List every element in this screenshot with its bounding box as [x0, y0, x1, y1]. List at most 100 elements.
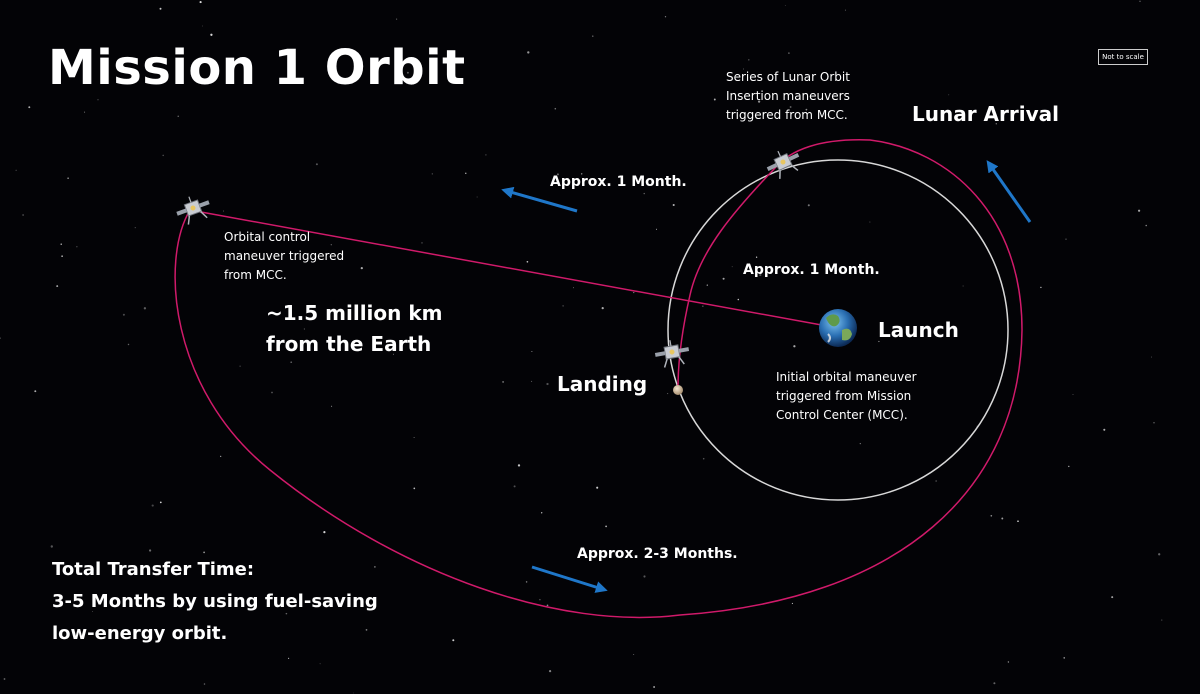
star — [148, 549, 152, 552]
initial-maneuver-note: Initial orbital maneuver triggered from … — [776, 370, 917, 422]
star-field — [0, 0, 1163, 694]
star — [869, 221, 871, 223]
page-title: Mission 1 Orbit — [48, 40, 466, 96]
star — [303, 328, 305, 330]
star — [1158, 553, 1161, 556]
star — [784, 4, 786, 6]
star — [667, 393, 669, 395]
star — [199, 1, 202, 4]
star — [1153, 422, 1155, 424]
star — [743, 68, 744, 70]
direction-arrow-lunar-arrival — [986, 160, 1032, 223]
star — [653, 686, 656, 688]
star — [791, 602, 793, 605]
star — [143, 307, 147, 310]
earth-icon — [819, 309, 857, 347]
approx-one-month-inner-label: Approx. 1 Month. — [743, 262, 880, 278]
star — [1065, 238, 1067, 240]
moon-icon — [673, 385, 683, 395]
orbital-control-note: Orbital control maneuver triggered from … — [224, 230, 345, 282]
star — [1040, 286, 1042, 289]
transfer-trajectory — [174, 139, 1023, 619]
star — [223, 210, 225, 212]
star — [290, 361, 293, 364]
star — [1072, 394, 1074, 395]
star — [759, 274, 762, 277]
moon-orbit-circle — [667, 159, 1009, 501]
star — [643, 192, 645, 195]
total-transfer-time-text: Total Transfer Time: 3-5 Months by using… — [52, 559, 378, 644]
loi-maneuver-note: Series of Lunar Orbit Insertion maneuver… — [726, 70, 850, 122]
star — [962, 285, 964, 287]
star — [50, 545, 53, 548]
star — [151, 504, 154, 507]
star — [28, 106, 31, 109]
star — [993, 682, 996, 685]
star — [757, 100, 761, 103]
star — [546, 382, 549, 386]
star — [517, 464, 521, 467]
star — [748, 59, 750, 61]
star — [573, 287, 575, 289]
star — [859, 442, 861, 445]
star — [948, 94, 950, 96]
star — [285, 612, 288, 615]
distance-label: ~1.5 million km from the Earth — [266, 301, 443, 356]
star — [455, 61, 458, 64]
star — [527, 51, 530, 54]
star — [159, 7, 162, 10]
star — [84, 111, 86, 113]
star — [596, 486, 599, 489]
star — [633, 292, 635, 294]
star — [702, 457, 705, 460]
star — [633, 654, 635, 655]
star — [413, 437, 415, 438]
star — [601, 306, 604, 310]
star — [539, 598, 541, 601]
lunar-arrival-label: Lunar Arrival — [912, 102, 1059, 126]
star — [406, 71, 409, 74]
star — [531, 350, 533, 352]
launch-label: Launch — [878, 318, 959, 342]
star — [580, 173, 583, 175]
star — [396, 18, 398, 20]
star — [203, 551, 205, 554]
star — [706, 284, 708, 286]
star — [672, 203, 675, 207]
star — [288, 657, 290, 659]
star — [1137, 209, 1141, 212]
star — [22, 214, 24, 216]
star — [421, 242, 423, 244]
star — [392, 353, 394, 355]
spacecraft-icon — [761, 143, 806, 183]
star — [122, 313, 125, 316]
star — [781, 270, 784, 273]
star — [722, 277, 725, 280]
star — [239, 365, 241, 367]
star — [177, 115, 179, 117]
approx-two-three-months-label: Approx. 2-3 Months. — [577, 546, 738, 562]
star — [203, 683, 206, 685]
star — [201, 25, 203, 27]
star — [76, 246, 78, 248]
star — [431, 173, 433, 175]
star — [664, 16, 667, 18]
star — [592, 35, 594, 37]
star — [1068, 465, 1070, 468]
direction-arrow-outbound — [501, 186, 578, 213]
star — [513, 485, 516, 488]
star — [990, 514, 993, 517]
star — [315, 163, 318, 166]
star — [257, 272, 260, 275]
star — [1017, 520, 1019, 523]
star — [546, 604, 549, 607]
direction-arrow-return — [531, 565, 608, 593]
star — [1103, 428, 1106, 431]
star — [159, 501, 162, 504]
star — [702, 305, 704, 307]
star — [352, 692, 354, 694]
star — [562, 305, 564, 307]
star — [465, 172, 467, 174]
star — [807, 204, 810, 207]
star — [878, 340, 880, 343]
